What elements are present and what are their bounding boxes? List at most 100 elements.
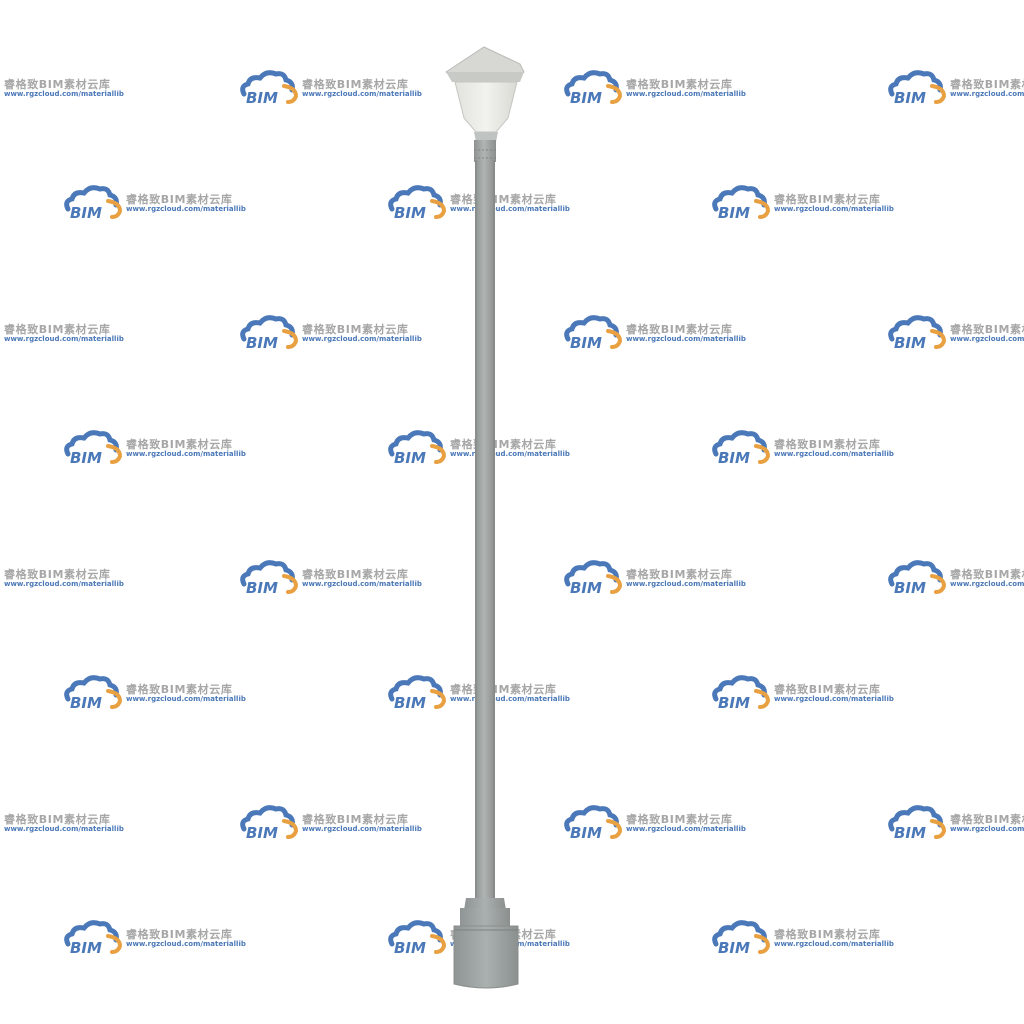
watermark: BIM 睿格致BIM素材云库 www.rgzcloud.com/material… xyxy=(238,70,428,110)
bim-logo-text: BIM xyxy=(718,449,750,466)
watermark: BIM 睿格致BIM素材云库 www.rgzcloud.com/material… xyxy=(0,560,130,600)
watermark: BIM 睿格致BIM素材云库 www.rgzcloud.com/material… xyxy=(0,315,130,355)
bim-cloud-logo-icon: BIM xyxy=(64,675,123,711)
watermark-url: www.rgzcloud.com/materiallib xyxy=(626,335,746,343)
watermark-url: www.rgzcloud.com/materiallib xyxy=(774,450,894,458)
watermark-url: www.rgzcloud.com/materiallib xyxy=(950,580,1024,588)
watermark: BIM 睿格致BIM素材云库 www.rgzcloud.com/material… xyxy=(562,560,752,600)
watermark-brand: 睿格致BIM素材云库 xyxy=(302,78,409,91)
bim-logo-text: BIM xyxy=(394,449,426,466)
bim-logo-text: BIM xyxy=(894,334,926,351)
bim-logo-text: BIM xyxy=(394,939,426,956)
bim-logo-text: BIM xyxy=(718,694,750,711)
bim-cloud-logo-icon: BIM xyxy=(888,315,947,351)
watermark: BIM 睿格致BIM素材云库 www.rgzcloud.com/material… xyxy=(62,920,252,960)
watermark-brand: 睿格致BIM素材云库 xyxy=(626,78,733,91)
watermark-brand: 睿格致BIM素材云库 xyxy=(4,78,111,91)
watermark-url: www.rgzcloud.com/materiallib xyxy=(626,825,746,833)
watermark-brand: 睿格致BIM素材云库 xyxy=(126,193,233,206)
bim-cloud-logo-icon: BIM xyxy=(240,560,299,596)
bim-logo-text: BIM xyxy=(570,334,602,351)
bim-logo-text: BIM xyxy=(718,204,750,221)
bim-logo-text: BIM xyxy=(394,204,426,221)
bim-cloud-logo-icon: BIM xyxy=(564,315,623,351)
bim-logo-text: BIM xyxy=(894,579,926,596)
bim-logo-text: BIM xyxy=(570,89,602,106)
watermark-brand: 睿格致BIM素材云库 xyxy=(626,568,733,581)
watermark: BIM 睿格致BIM素材云库 www.rgzcloud.com/material… xyxy=(562,805,752,845)
bim-cloud-logo-icon: BIM xyxy=(888,805,947,841)
watermark-brand: 睿格致BIM素材云库 xyxy=(774,193,881,206)
watermark: BIM 睿格致BIM素材云库 www.rgzcloud.com/material… xyxy=(62,675,252,715)
watermark: BIM 睿格致BIM素材云库 www.rgzcloud.com/material… xyxy=(710,920,900,960)
watermark-brand: 睿格致BIM素材云库 xyxy=(950,568,1024,581)
bim-cloud-logo-icon: BIM xyxy=(240,805,299,841)
bim-cloud-logo-icon: BIM xyxy=(888,70,947,106)
bim-cloud-logo-icon: BIM xyxy=(388,430,447,466)
watermark: BIM 睿格致BIM素材云库 www.rgzcloud.com/material… xyxy=(886,805,1024,845)
bim-logo-text: BIM xyxy=(718,939,750,956)
watermark: BIM 睿格致BIM素材云库 www.rgzcloud.com/material… xyxy=(0,805,130,845)
watermark-url: www.rgzcloud.com/materiallib xyxy=(450,695,570,703)
bim-cloud-logo-icon: BIM xyxy=(888,560,947,596)
bim-logo-text: BIM xyxy=(894,824,926,841)
watermark-url: www.rgzcloud.com/materiallib xyxy=(774,940,894,948)
bim-cloud-logo-icon: BIM xyxy=(712,185,771,221)
bim-cloud-logo-icon: BIM xyxy=(712,675,771,711)
bim-cloud-logo-icon: BIM xyxy=(564,70,623,106)
bim-logo-text: BIM xyxy=(70,694,102,711)
watermark: BIM 睿格致BIM素材云库 www.rgzcloud.com/material… xyxy=(886,560,1024,600)
bim-logo-text: BIM xyxy=(246,89,278,106)
watermark-brand: 睿格致BIM素材云库 xyxy=(626,813,733,826)
watermark-url: www.rgzcloud.com/materiallib xyxy=(950,335,1024,343)
watermark: BIM 睿格致BIM素材云库 www.rgzcloud.com/material… xyxy=(62,430,252,470)
watermark-url: www.rgzcloud.com/materiallib xyxy=(450,450,570,458)
bim-logo-text: BIM xyxy=(246,824,278,841)
watermark-brand: 睿格致BIM素材云库 xyxy=(302,813,409,826)
watermark-brand: 睿格致BIM素材云库 xyxy=(302,323,409,336)
bim-logo-text: BIM xyxy=(70,449,102,466)
watermark-url: www.rgzcloud.com/materiallib xyxy=(4,90,124,98)
bim-logo-text: BIM xyxy=(394,694,426,711)
watermark-url: www.rgzcloud.com/materiallib xyxy=(302,580,422,588)
watermark-brand: 睿格致BIM素材云库 xyxy=(4,323,111,336)
bim-cloud-logo-icon: BIM xyxy=(564,560,623,596)
watermark: BIM 睿格致BIM素材云库 www.rgzcloud.com/material… xyxy=(710,430,900,470)
bim-cloud-logo-icon: BIM xyxy=(64,920,123,956)
bim-cloud-logo-icon: BIM xyxy=(388,675,447,711)
watermark: BIM 睿格致BIM素材云库 www.rgzcloud.com/material… xyxy=(886,70,1024,110)
watermark-url: www.rgzcloud.com/materiallib xyxy=(302,825,422,833)
watermark-url: www.rgzcloud.com/materiallib xyxy=(4,825,124,833)
bim-logo-text: BIM xyxy=(246,579,278,596)
watermark: BIM 睿格致BIM素材云库 www.rgzcloud.com/material… xyxy=(238,805,428,845)
bim-logo-text: BIM xyxy=(70,204,102,221)
lamp-base xyxy=(453,925,519,989)
watermark-brand: 睿格致BIM素材云库 xyxy=(626,323,733,336)
lamp-shade xyxy=(454,81,518,133)
watermark: BIM 睿格致BIM素材云库 www.rgzcloud.com/material… xyxy=(562,315,752,355)
bim-cloud-logo-icon: BIM xyxy=(564,805,623,841)
watermark: BIM 睿格致BIM素材云库 www.rgzcloud.com/material… xyxy=(886,315,1024,355)
watermark-brand: 睿格致BIM素材云库 xyxy=(126,928,233,941)
watermark-url: www.rgzcloud.com/materiallib xyxy=(626,90,746,98)
bim-logo-text: BIM xyxy=(246,334,278,351)
bim-cloud-logo-icon: BIM xyxy=(240,315,299,351)
watermark-brand: 睿格致BIM素材云库 xyxy=(4,568,111,581)
bim-logo-text: BIM xyxy=(70,939,102,956)
watermark: BIM 睿格致BIM素材云库 www.rgzcloud.com/material… xyxy=(238,560,428,600)
watermark: BIM 睿格致BIM素材云库 www.rgzcloud.com/material… xyxy=(562,70,752,110)
lamp-collar xyxy=(474,140,496,162)
watermark-url: www.rgzcloud.com/materiallib xyxy=(950,90,1024,98)
bim-cloud-logo-icon: BIM xyxy=(240,70,299,106)
bim-cloud-logo-icon: BIM xyxy=(712,920,771,956)
watermark: BIM 睿格致BIM素材云库 www.rgzcloud.com/material… xyxy=(62,185,252,225)
lamp-base-upper xyxy=(464,898,506,910)
watermark-url: www.rgzcloud.com/materiallib xyxy=(950,825,1024,833)
watermark-url: www.rgzcloud.com/materiallib xyxy=(302,335,422,343)
watermark-brand: 睿格致BIM素材云库 xyxy=(774,928,881,941)
lamp-pole xyxy=(475,160,495,900)
watermark-brand: 睿格致BIM素材云库 xyxy=(774,683,881,696)
